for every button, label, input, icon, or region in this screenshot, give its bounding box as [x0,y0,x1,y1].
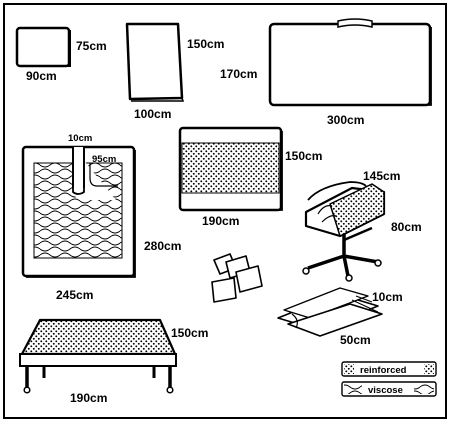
drape-small: 75cm 90cm [15,26,107,83]
legend-reinforced-label: reinforced [360,365,407,376]
drape-large-width: 300cm [327,113,364,127]
table-cover-width: 190cm [70,391,107,405]
legend-viscose: viscose [341,381,437,397]
legend: reinforced viscose [341,361,437,397]
drape-split-height: 280cm [144,239,181,253]
mayo-cover-width: 80cm [391,220,422,234]
drape-large-height: 170cm [220,67,257,81]
drape-large: 170cm 300cm [220,18,432,127]
drape-split: 10cm 95cm 280cm 245cm [21,133,181,302]
drape-medium-height: 150cm [187,37,224,51]
table-cover-height: 150cm [171,326,208,340]
mayo-cover: 145cm 80cm [302,169,422,282]
drape-split-width: 245cm [56,288,93,302]
towels: 10cm 50cm [277,287,403,347]
drape-reinforced-width: 190cm [202,214,239,228]
legend-viscose-label: viscose [368,385,403,396]
mayo-cover-length: 145cm [363,169,400,183]
towels-width: 50cm [340,333,371,347]
gauze-pads [211,253,263,303]
drape-reinforced-height: 150cm [285,149,322,163]
drape-split-slit: 10cm [68,133,92,144]
towels-length: 10cm [372,290,403,304]
drape-medium: 150cm 100cm [125,22,224,121]
drape-reinforced: 150cm 190cm [178,126,322,228]
legend-reinforced: reinforced [341,361,437,377]
drape-small-height: 75cm [76,39,107,53]
drape-split-inner: 95cm [92,154,116,165]
drape-medium-width: 100cm [134,107,171,121]
table-cover: 150cm 190cm [19,318,208,405]
drape-small-width: 90cm [26,69,57,83]
